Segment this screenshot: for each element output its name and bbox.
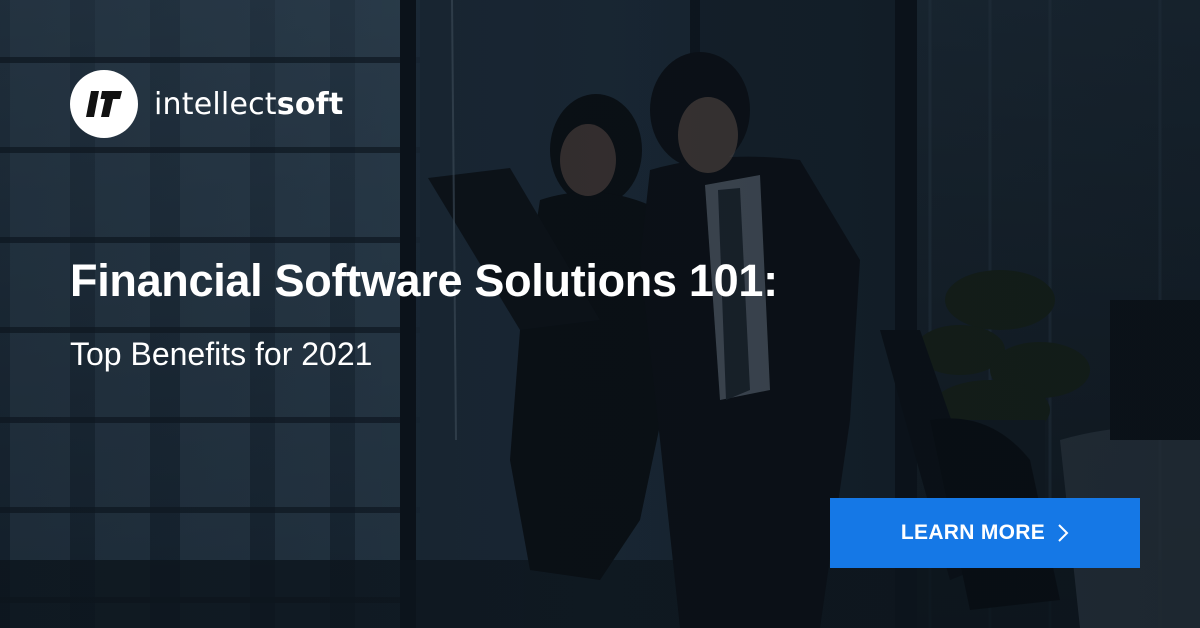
chevron-right-icon — [1057, 523, 1069, 543]
learn-more-button[interactable]: LEARN MORE — [830, 498, 1140, 568]
headline: Financial Software Solutions 101: — [70, 255, 778, 306]
learn-more-label: LEARN MORE — [900, 521, 1046, 544]
subheadline: Top Benefits for 2021 — [70, 336, 373, 372]
brand-wordmark-bold: soft — [276, 86, 344, 122]
brand-wordmark: intellectsoft — [154, 87, 343, 122]
brand-wordmark-light: intellect — [154, 86, 277, 122]
brand-logo[interactable]: intellectsoft — [70, 70, 343, 138]
intellectsoft-logo-icon — [70, 70, 138, 138]
